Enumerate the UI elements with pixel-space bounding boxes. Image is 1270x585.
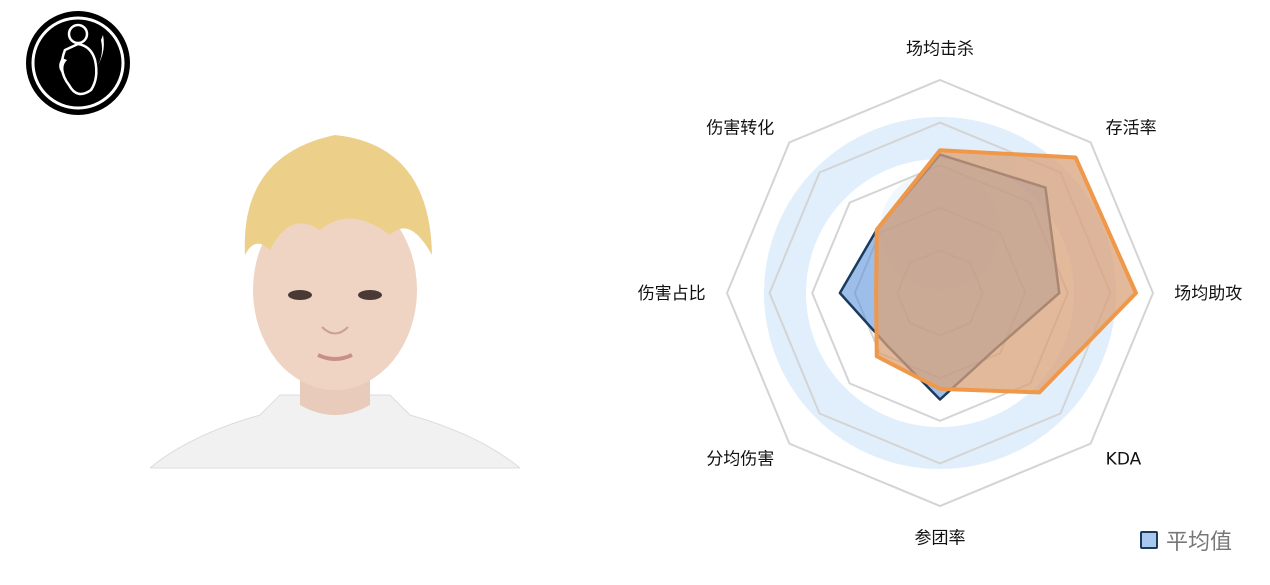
axis-label: 参团率 [915,528,966,548]
legend-swatch-average [1140,531,1158,549]
team-logo [25,10,131,116]
axis-label: 分均伤害 [706,450,774,470]
axis-label: KDA [1106,450,1142,470]
axis-label: 存活率 [1106,118,1157,138]
team-logo-icon [26,11,130,115]
legend-label-average: 平均值 [1166,530,1233,555]
axis-label: 伤害占比 [638,284,706,304]
axis-label: 场均助攻 [1174,284,1242,304]
legend[interactable]: 平均值 [1140,524,1232,556]
grid-ring [725,78,1155,508]
player-photo [148,115,522,470]
series-player-polygon [874,148,1138,395]
axis-label: 伤害转化 [706,118,774,138]
axis-label: 场均击杀 [906,40,974,60]
